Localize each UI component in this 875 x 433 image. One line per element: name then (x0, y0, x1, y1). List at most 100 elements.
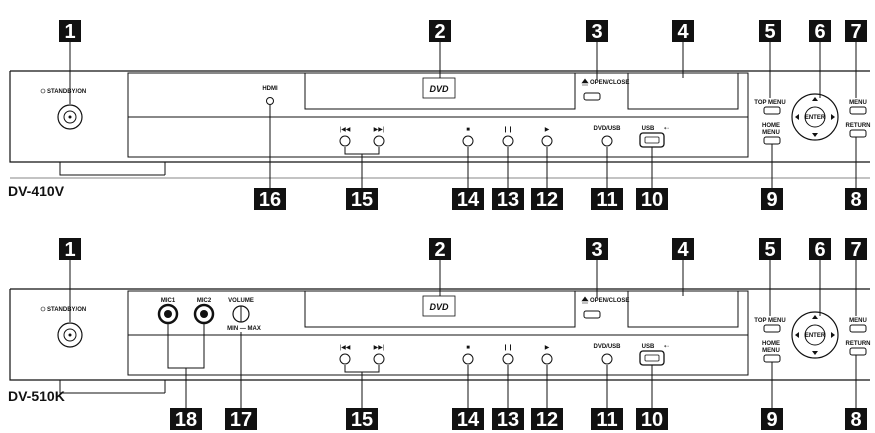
panel-feet (59, 162, 166, 176)
callout-11: 11 (591, 188, 623, 211)
stop-icon: ■ (466, 345, 470, 351)
display-window (627, 290, 739, 328)
menu-button[interactable] (849, 106, 867, 115)
svg-text:11: 11 (596, 189, 617, 211)
leader-lines (69, 260, 857, 408)
stop-button[interactable] (462, 135, 474, 147)
play-button[interactable] (541, 353, 553, 365)
svg-text:7: 7 (850, 239, 861, 261)
upper-plate (127, 290, 749, 336)
standby-icon (40, 88, 46, 94)
return-button[interactable] (849, 129, 867, 138)
svg-text:16: 16 (259, 189, 281, 211)
callout-4: 4 (672, 238, 694, 261)
return-button[interactable] (849, 347, 867, 356)
enter-label: ENTER (805, 333, 826, 339)
home-menu-button[interactable] (763, 136, 781, 145)
next-button[interactable] (373, 353, 385, 365)
callout-6: 6 (809, 238, 831, 261)
callout-8: 8 (845, 408, 867, 431)
home-menu-label-1: HOME (762, 341, 780, 347)
standby-button[interactable] (57, 104, 83, 130)
svg-text:9: 9 (766, 409, 777, 431)
stop-button[interactable] (462, 353, 474, 365)
hdmi-indicator (266, 97, 274, 105)
hdmi-label: HDMI (262, 86, 278, 92)
cursor-pad[interactable] (791, 311, 839, 359)
dvd-usb-button[interactable] (601, 135, 613, 147)
usb-port[interactable] (639, 132, 665, 148)
open-close-button[interactable] (583, 310, 601, 319)
svg-text:3: 3 (591, 239, 602, 261)
callout-15: 15 (346, 408, 378, 431)
next-button[interactable] (373, 135, 385, 147)
svg-text:5: 5 (764, 239, 775, 261)
svg-text:6: 6 (814, 21, 825, 43)
prev-button[interactable] (339, 135, 351, 147)
usb-icon: ⇠ (664, 344, 669, 350)
svg-text:3: 3 (591, 21, 602, 43)
svg-text:8: 8 (850, 189, 861, 211)
arrow-up-icon (812, 97, 818, 101)
usb-port[interactable] (639, 350, 665, 366)
callout-5: 5 (759, 238, 781, 261)
play-button[interactable] (541, 135, 553, 147)
top-menu-button[interactable] (763, 324, 781, 333)
callout-10: 10 (636, 188, 668, 211)
home-menu-button[interactable] (763, 354, 781, 363)
mic2-label: MIC2 (197, 298, 212, 304)
home-menu-label-2: MENU (762, 130, 780, 136)
open-close-label: OPEN/CLOSE (590, 80, 629, 86)
callout-14: 14 (452, 408, 484, 431)
callout-14: 14 (452, 188, 484, 211)
lower-plate (127, 116, 749, 158)
pause-button[interactable] (502, 135, 514, 147)
arrow-left-icon (795, 114, 799, 120)
arrow-down-icon (812, 133, 818, 137)
next-track-icon: ▶▶| (374, 127, 385, 133)
callout-2: 2 (429, 238, 451, 261)
return-label: RETURN (846, 341, 871, 347)
svg-text:15: 15 (351, 409, 373, 431)
top-menu-label: TOP MENU (754, 318, 785, 324)
svg-text:9: 9 (766, 189, 777, 211)
top-menu-button[interactable] (763, 106, 781, 115)
pause-button[interactable] (502, 353, 514, 365)
svg-text:11: 11 (596, 409, 617, 431)
prev-button[interactable] (339, 353, 351, 365)
player-dv-410v: DVD STANDBY/ON HDMI OPEN/CLOSE |◀◀ ▶▶| ■… (8, 20, 871, 211)
home-menu-label-1: HOME (762, 123, 780, 129)
standby-label: STANDBY/ON (47, 89, 86, 95)
svg-text:2: 2 (434, 21, 445, 43)
svg-text:17: 17 (230, 409, 252, 431)
svg-text:2: 2 (434, 239, 445, 261)
arrow-up-icon (812, 315, 818, 319)
cursor-pad[interactable] (791, 93, 839, 141)
prev-track-icon: |◀◀ (340, 345, 351, 351)
enter-button[interactable] (804, 106, 826, 128)
lower-plate (127, 334, 749, 376)
dvd-usb-label: DVD/USB (593, 126, 621, 132)
menu-label: MENU (849, 318, 867, 324)
dvd-usb-button[interactable] (601, 353, 613, 365)
arrow-right-icon (831, 332, 835, 338)
callout-9: 9 (761, 188, 783, 211)
callout-18: 18 (170, 408, 202, 431)
eject-icon (581, 296, 589, 304)
standby-button[interactable] (57, 322, 83, 348)
open-close-button[interactable] (583, 92, 601, 101)
enter-button[interactable] (804, 324, 826, 346)
open-close-label: OPEN/CLOSE (590, 298, 629, 304)
arrow-right-icon (831, 114, 835, 120)
play-icon: ▶ (545, 127, 550, 133)
mic1-label: MIC1 (161, 298, 176, 304)
return-label: RETURN (846, 123, 871, 129)
pause-icon: ❙❙ (503, 344, 513, 351)
svg-text:14: 14 (457, 189, 480, 211)
callout-3: 3 (586, 20, 608, 43)
menu-button[interactable] (849, 324, 867, 333)
callout-4: 4 (672, 20, 694, 43)
home-menu-label-2: MENU (762, 348, 780, 354)
leader-lines (69, 42, 857, 188)
callout-13: 13 (492, 408, 524, 431)
